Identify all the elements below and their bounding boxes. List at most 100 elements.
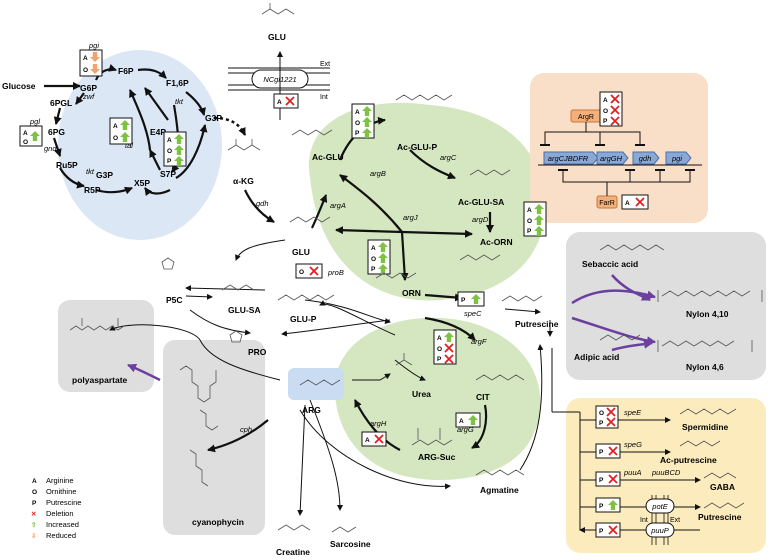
ac-glu-p: Ac-GLU-P: [397, 142, 437, 152]
legend: A Arginine O Ornithine P Putrescine ✕ De…: [31, 476, 81, 540]
box-argB: AOP: [351, 103, 375, 139]
svg-text:A: A: [355, 109, 360, 116]
ru5p: Ru5P: [56, 160, 78, 170]
thin-arrows: [109, 239, 553, 516]
legend-label-4: Increased: [46, 520, 79, 529]
svg-text:A: A: [365, 437, 370, 444]
glucose: Glucose: [2, 81, 36, 91]
operon-gene-4: pgi: [671, 154, 682, 163]
gene-argC: argC: [440, 153, 457, 162]
urea: Urea: [412, 389, 431, 399]
s7p: S7P: [160, 169, 176, 179]
ac-glu: Ac-GLU: [312, 152, 344, 162]
legend-sym-0: A: [32, 478, 37, 485]
gene-puuBCD: puuBCD: [651, 468, 681, 477]
legend-sym-5: ⇩: [31, 532, 36, 540]
putrescine-ext: Putrescine: [698, 512, 742, 522]
box-argG: A: [455, 412, 481, 428]
box-speC: P: [457, 291, 485, 307]
svg-text:O: O: [603, 108, 608, 115]
creatine: Creatine: [276, 547, 310, 557]
gene-argG: argG: [457, 425, 474, 434]
svg-text:O: O: [371, 256, 376, 263]
box-argD: AOP: [523, 201, 547, 237]
svg-text:A: A: [167, 137, 172, 144]
gene-pgi: pgi: [88, 41, 99, 50]
sarcosine: Sarcosine: [330, 539, 371, 549]
box-tal: AO: [109, 117, 133, 145]
gene-cph: cph: [240, 425, 252, 434]
svg-text:O: O: [167, 148, 172, 155]
glu-p: GLU-P: [290, 314, 317, 324]
gene-tkt2: tkt: [86, 167, 95, 176]
box-puuP: P: [595, 522, 621, 538]
g3p-top: G3P: [205, 113, 222, 123]
legend-sym-3: ✕: [31, 511, 37, 518]
svg-text:A: A: [625, 200, 630, 207]
nylon-panel: [566, 232, 766, 380]
ac-orn: Ac-ORN: [480, 237, 513, 247]
nylon410: Nylon 4,10: [686, 309, 729, 319]
operon-gene-1: argCJBDFR: [548, 154, 589, 163]
arg: ARG: [302, 405, 321, 415]
p5c: P5C: [166, 295, 183, 305]
6pgl: 6PGL: [50, 98, 72, 108]
box-zwf-pgl: AO: [19, 125, 43, 147]
gene-argF: argF: [471, 337, 487, 346]
svg-text:A: A: [437, 335, 442, 342]
gaba: GABA: [710, 482, 735, 492]
membrane-int: Int: [320, 94, 328, 101]
structure-sketches: [69, 3, 763, 533]
svg-text:O: O: [83, 67, 88, 74]
gene-gnd: gnd: [44, 144, 57, 153]
main-arrows: [207, 116, 494, 453]
gene-puuA: puuA: [623, 468, 642, 477]
svg-text:P: P: [167, 158, 172, 165]
svg-text:O: O: [23, 139, 28, 146]
gene-proB: proB: [327, 268, 344, 277]
legend-sym-2: P: [32, 500, 37, 507]
svg-text:A: A: [603, 97, 608, 104]
cit: CIT: [476, 392, 491, 402]
glu-sa: GLU-SA: [228, 305, 261, 315]
box-ncgl: A: [273, 93, 299, 109]
gene-pote: potE: [651, 502, 668, 511]
box-farR: A: [621, 194, 649, 210]
gene-puup: puuP: [650, 526, 669, 535]
gene-labels: pgi zwf pgl gnd tkt tkt tal gdh argA arg…: [29, 41, 681, 477]
f16p: F1,6P: [166, 78, 189, 88]
gene-pgl: pgl: [29, 117, 40, 126]
svg-text:P: P: [599, 503, 604, 510]
arg-suc: ARG-Suc: [418, 452, 456, 462]
svg-text:O: O: [299, 269, 304, 276]
gene-speE: speE: [624, 408, 642, 417]
svg-text:P: P: [599, 449, 604, 456]
agmatine: Agmatine: [480, 485, 519, 495]
operon-gene-3: gdh: [639, 154, 652, 163]
gene-argB: argB: [370, 169, 386, 178]
svg-text:A: A: [527, 207, 532, 214]
svg-text:O: O: [599, 410, 604, 417]
legend-label-5: Reduced: [46, 531, 76, 540]
ppp-region: [58, 50, 222, 240]
legend-label-3: Deletion: [46, 509, 74, 518]
membrane: NCgl1221 Ext Int: [228, 51, 330, 120]
box-potE: P: [595, 497, 621, 513]
g3p-ppp: G3P: [96, 170, 113, 180]
orn: ORN: [402, 288, 421, 298]
svg-text:P: P: [599, 420, 604, 427]
farR-label: FarR: [599, 200, 615, 207]
svg-text:P: P: [371, 266, 376, 273]
ppp-arrows: [44, 63, 208, 197]
glu-ext: GLU: [268, 32, 286, 42]
box-argJ: AOP: [367, 239, 391, 275]
svg-text:P: P: [437, 356, 442, 363]
svg-text:A: A: [371, 245, 376, 252]
f6p: F6P: [118, 66, 134, 76]
adipic: Adipic acid: [574, 352, 619, 362]
x5p: X5P: [134, 178, 150, 188]
purple-arrows: [127, 274, 656, 382]
ac-putrescine: Ac-putrescine: [660, 455, 717, 465]
